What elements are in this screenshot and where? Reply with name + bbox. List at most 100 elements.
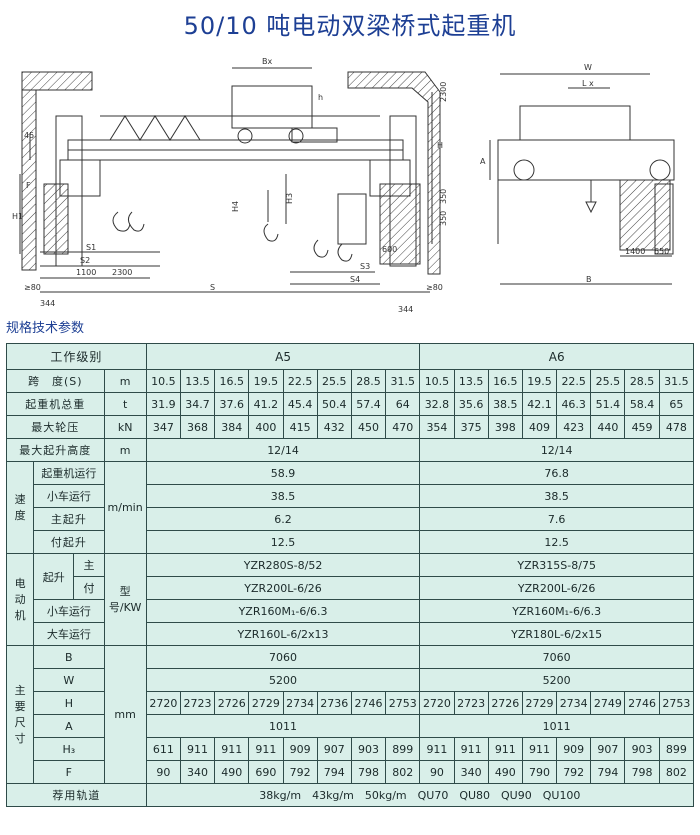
cell: 478	[658, 415, 695, 439]
cell: 28.5	[350, 369, 387, 393]
cell: 65	[658, 392, 695, 416]
dim-2300-h: 2300	[112, 268, 132, 277]
cell: 13.5	[453, 369, 489, 393]
cell: 16.5	[214, 369, 250, 393]
cell: 2753	[385, 691, 421, 715]
dim-B: B	[586, 275, 592, 284]
cell: 903	[350, 737, 387, 761]
cell: 798	[624, 760, 660, 784]
cell: 1011	[145, 714, 421, 738]
cell: 490	[487, 760, 523, 784]
row-dim-B: 主要尺寸 B mm 7060 7060	[5, 645, 694, 784]
cell: 41.2	[248, 392, 284, 416]
dim-350-a: 350	[439, 189, 448, 204]
row-wheel-load: 最大轮压 kN 347 368 384 400 415 432 450 470 …	[6, 415, 695, 439]
cell: 911	[453, 737, 489, 761]
motor-group-label: 电动机	[5, 553, 35, 646]
cell: 25.5	[316, 369, 352, 393]
motor-crane-label: 大车运行	[33, 622, 105, 646]
cell: 903	[624, 737, 660, 761]
rail-label: 荐用轨道	[6, 783, 147, 807]
cell: 1011	[419, 714, 694, 738]
cell: 22.5	[282, 369, 318, 393]
cell: 51.4	[590, 392, 626, 416]
cell: 2734	[556, 691, 592, 715]
cell: 7060	[145, 645, 421, 669]
cell: 440	[590, 415, 626, 439]
cell: 802	[385, 760, 421, 784]
cell: 12.5	[145, 530, 421, 554]
dim-ge80-right: ≥80	[426, 283, 443, 292]
dim-H4: H4	[231, 201, 240, 212]
cell: 340	[179, 760, 216, 784]
cell: 459	[624, 415, 660, 439]
cell: 415	[282, 415, 318, 439]
cell: 907	[316, 737, 352, 761]
cell: 22.5	[556, 369, 592, 393]
cell: 450	[350, 415, 387, 439]
row-speed-crane: 速度 起重机运行 m/min 58.9 76.8	[5, 461, 694, 554]
cell: 2726	[487, 691, 523, 715]
cell: 38.5	[487, 392, 523, 416]
dim-600: 600	[382, 245, 397, 254]
rail-value: 38kg/m 43kg/m 50kg/m QU70 QU80 QU90 QU10…	[145, 783, 695, 807]
cell: 911	[179, 737, 216, 761]
motor-main-label: 主	[73, 553, 105, 577]
cell: 7060	[419, 645, 694, 669]
cell: YZR280S-8/52	[145, 553, 421, 577]
span-label: 跨 度(S)	[6, 369, 105, 393]
cell: 2736	[316, 691, 352, 715]
cell: 490	[214, 760, 250, 784]
dim-F-label: F	[33, 760, 105, 784]
dim-H-label: H	[33, 691, 105, 715]
cell: 10.5	[419, 369, 455, 393]
dim-A-label: A	[33, 714, 105, 738]
row-span: 跨 度(S) m 10.5 13.5 16.5 19.5 22.5 25.5 2…	[6, 369, 695, 393]
dim-S: S	[210, 283, 215, 292]
weight-label: 起重机总重	[6, 392, 105, 416]
motor-unit: 型号/KW	[103, 553, 147, 646]
cell: 7.6	[419, 507, 694, 531]
cell: 46.3	[556, 392, 592, 416]
cell: 792	[556, 760, 592, 784]
cell: 340	[453, 760, 489, 784]
speed-aux-label: 付起升	[33, 530, 105, 554]
cell: 50.4	[316, 392, 352, 416]
cell: 13.5	[179, 369, 216, 393]
cell: YZR200L-6/26	[419, 576, 694, 600]
cell: 690	[248, 760, 284, 784]
dim-1100: 1100	[76, 268, 96, 277]
row-motor-trolley: 小车运行 YZR160M₁-6/6.3 YZR160M₁-6/6.3	[7, 599, 694, 623]
cell: 45.4	[282, 392, 318, 416]
cell: YZR160M₁-6/6.3	[419, 599, 694, 623]
spec-table: 工作级别 A5 A6 跨 度(S) m 10.5 13.5 16.5 19.5 …	[5, 343, 695, 807]
cell: YZR200L-6/26	[145, 576, 421, 600]
motor-aux-label: 付	[73, 576, 105, 600]
cell: YZR160M₁-6/6.3	[145, 599, 421, 623]
cell: 2723	[179, 691, 216, 715]
dim-h: h	[318, 93, 323, 102]
cell: 2726	[214, 691, 250, 715]
row-speed-main: 主起升 6.2 7.6	[7, 507, 694, 531]
dim-W: W	[584, 63, 592, 72]
speed-trolley-label: 小车运行	[33, 484, 105, 508]
dim-650: 650	[654, 247, 669, 256]
cell: 25.5	[590, 369, 626, 393]
spec-section-title: 规格技术参数	[6, 321, 85, 336]
cell: 19.5	[521, 369, 558, 393]
wheel-label: 最大轮压	[6, 415, 105, 439]
dim-W-label: W	[33, 668, 105, 692]
cell: 42.1	[521, 392, 558, 416]
cell: YZR160L-6/2x13	[145, 622, 421, 646]
cell: 12/14	[145, 438, 421, 462]
dim-2300-v: 2300	[439, 82, 448, 102]
cell: 2749	[590, 691, 626, 715]
dim-S1: S1	[86, 243, 96, 252]
dim-bx: Bx	[262, 57, 272, 66]
cell: 58.9	[145, 461, 421, 485]
cell: 911	[248, 737, 284, 761]
motor-lift-label: 起升	[33, 553, 75, 600]
cell: 6.2	[145, 507, 421, 531]
cell: 611	[145, 737, 181, 761]
dim-A: A	[480, 157, 486, 166]
